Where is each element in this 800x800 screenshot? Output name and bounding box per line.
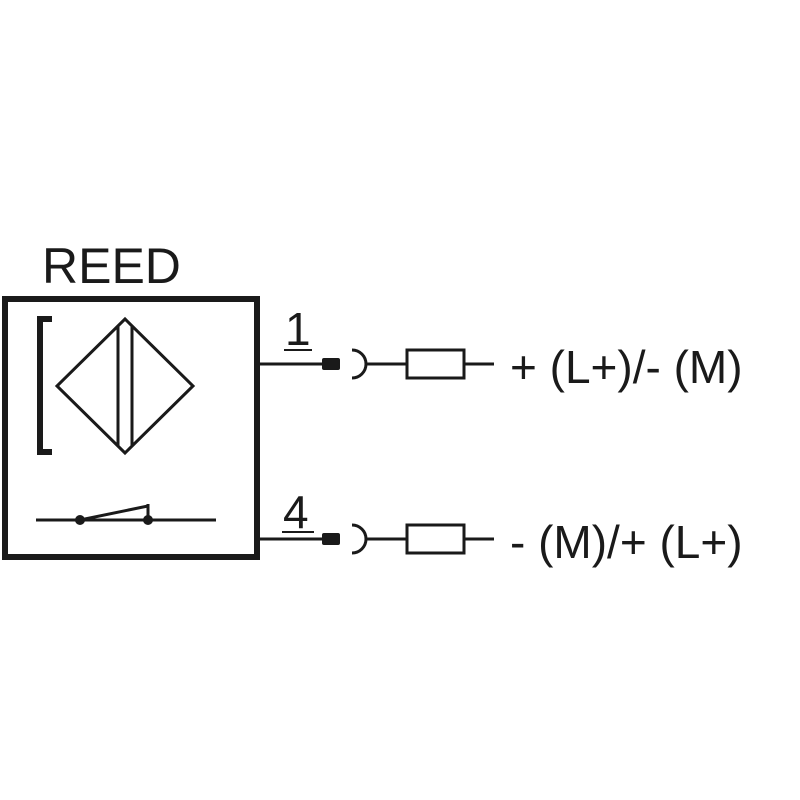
connection-pin-1: 1 + (L+)/- (M)	[257, 303, 743, 393]
pin-4-terminal-icon	[322, 533, 340, 545]
pin-1-number: 1	[285, 303, 311, 355]
connection-pin-4: 4 - (M)/+ (L+)	[257, 486, 743, 568]
reed-switch-icon	[36, 504, 216, 525]
pin-1-load-resistor-icon	[405, 348, 466, 380]
pin-4-load-resistor-icon	[405, 523, 466, 555]
pin-1-terminal-icon	[322, 358, 340, 370]
pin-4-number: 4	[283, 486, 309, 538]
pin-4-socket-icon	[351, 523, 368, 555]
sensor-type-label: REED	[42, 238, 181, 294]
sensor-housing	[2, 296, 260, 560]
pin-4-signal-label: - (M)/+ (L+)	[510, 516, 743, 568]
magnetic-sensor-icon	[54, 316, 196, 456]
pin-1-signal-label: + (L+)/- (M)	[510, 341, 743, 393]
pin-1-socket-icon	[351, 348, 368, 380]
sensor-bracket	[37, 316, 52, 455]
